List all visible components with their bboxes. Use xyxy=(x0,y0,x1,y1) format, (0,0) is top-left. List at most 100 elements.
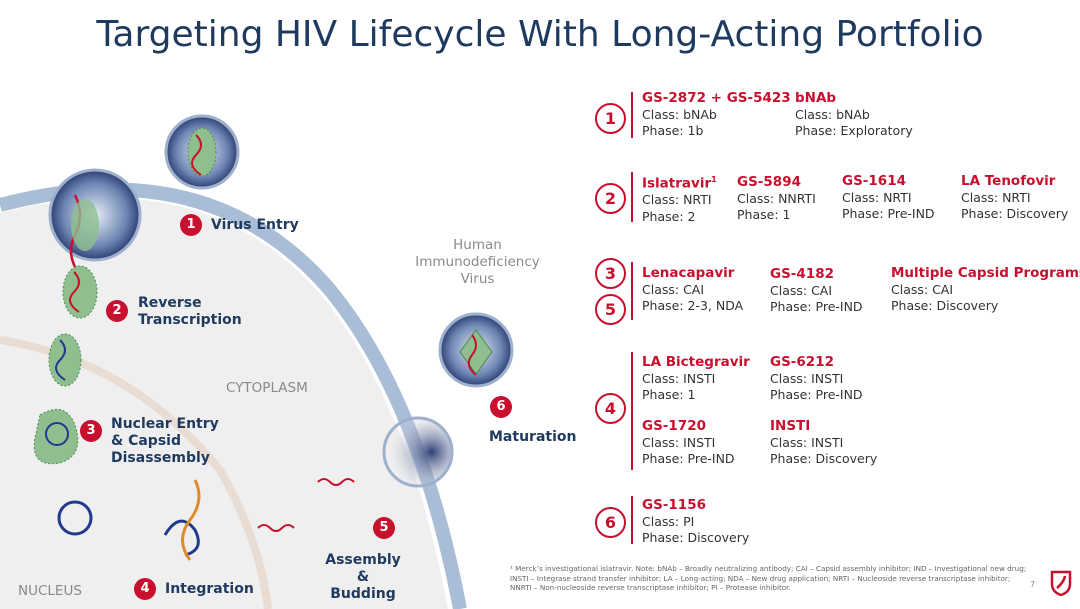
drug-class: Class: PI xyxy=(642,513,695,529)
drug-name: GS-1614 xyxy=(842,173,906,189)
drug-name: Multiple Capsid Programs xyxy=(891,265,1080,281)
drug-phase: Phase: Pre-IND xyxy=(770,299,863,314)
drug-gs4182: GS-4182 Class: CAI Phase: Pre-IND xyxy=(770,266,863,316)
drug-bnab: bNAb Class: bNAb Phase: Exploratory xyxy=(795,90,913,140)
drug-gs5894: GS-5894 Class: NNRTI Phase: 1 xyxy=(737,174,816,224)
step-3-label-line3: Disassembly xyxy=(111,450,210,466)
drug-phase: Phase: 2-3, NDA xyxy=(642,298,744,313)
drug-name: Islatravir1 xyxy=(642,172,717,192)
drug-phase: Phase: Pre-IND xyxy=(642,451,735,466)
group-2-divider xyxy=(631,172,633,222)
step-4-label: Integration xyxy=(165,581,254,597)
drug-class: Class: bNAb xyxy=(642,106,717,122)
step-5-circle: 5 xyxy=(373,517,395,539)
drug-class: Class: NRTI xyxy=(642,192,712,207)
rna-strands xyxy=(257,524,295,532)
step-5-label-line1: Assembly & xyxy=(325,552,401,585)
footnote-marker: 1 xyxy=(711,175,717,184)
drug-gs1720: GS-1720 Class: INSTI Phase: Pre-IND xyxy=(642,418,735,468)
drug-name: GS-2872 + GS-5423 xyxy=(642,90,791,106)
drug-la-tenofovir: LA Tenofovir Class: NRTI Phase: Discover… xyxy=(961,173,1068,223)
drug-name: GS-1156 xyxy=(642,497,706,513)
step-3-label-line2: & Capsid xyxy=(111,433,181,449)
drug-insti: INSTI Class: INSTI Phase: Discovery xyxy=(770,418,877,468)
drug-multiple-capsid: Multiple Capsid Programs Class: CAI Phas… xyxy=(891,265,1080,315)
group-1-divider xyxy=(631,92,633,138)
group-6-divider xyxy=(631,496,633,544)
hiv-virus-mature xyxy=(438,312,514,388)
group-1-number: 1 xyxy=(595,103,626,134)
drug-lenacapavir: Lenacapavir Class: CAI Phase: 2-3, NDA xyxy=(642,265,743,315)
step-2-circle: 2 xyxy=(106,300,128,322)
drug-phase: Phase: Discovery xyxy=(961,206,1069,221)
drug-phase: Phase: Exploratory xyxy=(795,123,913,138)
drug-name: INSTI xyxy=(770,418,811,434)
drug-name: LA Tenofovir xyxy=(961,173,1056,189)
drug-class: Class: INSTI xyxy=(770,370,844,386)
drug-gs6212: GS-6212 Class: INSTI Phase: Pre-IND xyxy=(770,354,863,404)
drug-name: GS-4182 xyxy=(770,266,834,282)
drug-class: Class: INSTI xyxy=(642,370,716,386)
capsid-nuclear xyxy=(48,333,82,387)
virus-label-line1: Human xyxy=(453,237,502,253)
drug-name: bNAb xyxy=(795,90,837,106)
capsid-rt xyxy=(62,265,98,319)
drug-phase: Phase: 1 xyxy=(642,387,696,402)
drug-phase: Phase: 1 xyxy=(737,207,791,222)
drug-phase: Phase: Pre-IND xyxy=(770,387,863,402)
drug-name-text: Islatravir xyxy=(642,175,712,192)
drug-phase: Phase: 2 xyxy=(642,208,696,224)
step-2-label: Reverse Transcription xyxy=(138,295,242,329)
drug-class: Class: INSTI xyxy=(642,434,716,450)
drug-phase: Phase: Discovery xyxy=(642,530,750,545)
group-35-divider xyxy=(631,262,633,320)
drug-gs2872: GS-2872 + GS-5423 Class: bNAb Phase: 1b xyxy=(642,90,791,140)
drug-name: GS-5894 xyxy=(737,174,801,190)
nucleus-label: NUCLEUS xyxy=(18,583,82,599)
footnote: ¹ Merck’s investigational islatravir. No… xyxy=(510,564,1027,592)
step-6-label: Maturation xyxy=(489,429,577,445)
company-logo-icon xyxy=(1050,570,1072,596)
entry-virus xyxy=(48,168,142,276)
drug-la-bictegravir: LA Bictegravir Class: INSTI Phase: 1 xyxy=(642,354,750,404)
step-3-circle: 3 xyxy=(80,420,102,442)
capsid-disassembly xyxy=(33,408,79,465)
step-2-label-line1: Reverse xyxy=(138,295,202,311)
page-title: Targeting HIV Lifecycle With Long-Acting… xyxy=(96,14,984,55)
drug-gs1614: GS-1614 Class: NRTI Phase: Pre-IND xyxy=(842,173,935,223)
step-3-label-line1: Nuclear Entry xyxy=(111,416,219,432)
drug-class: Class: CAI xyxy=(891,281,954,297)
step-4-circle: 4 xyxy=(134,578,156,600)
virus-label-line3: Virus xyxy=(460,271,495,287)
drug-class: Class: NNRTI xyxy=(737,190,816,206)
drug-class: Class: CAI xyxy=(770,282,833,298)
step-2-label-line2: Transcription xyxy=(138,312,242,328)
step-5-label-line2: Budding xyxy=(330,586,396,602)
drug-class: Class: INSTI xyxy=(770,434,844,450)
drug-class: Class: CAI xyxy=(642,281,705,297)
drug-name: GS-6212 xyxy=(770,354,834,370)
drug-islatravir: Islatravir1 Class: NRTI Phase: 2 xyxy=(642,172,717,225)
step-6-circle: 6 xyxy=(490,396,512,418)
drug-name: GS-1720 xyxy=(642,418,706,434)
drug-class: Class: bNAb xyxy=(795,106,870,122)
group-4-number: 4 xyxy=(595,393,626,424)
page-number: 7 xyxy=(1030,580,1036,589)
drug-phase: Phase: 1b xyxy=(642,123,704,138)
group-4-divider xyxy=(631,352,633,470)
drug-name: Lenacapavir xyxy=(642,265,735,281)
hiv-lifecycle-diagram xyxy=(0,114,514,609)
group-3-number: 3 xyxy=(595,258,626,289)
dna-ring xyxy=(57,500,93,536)
drug-name: LA Bictegravir xyxy=(642,354,750,370)
drug-phase: Phase: Discovery xyxy=(770,451,878,466)
step-5-label: Assembly & Budding xyxy=(318,552,408,603)
group-6-number: 6 xyxy=(595,507,626,538)
cytoplasm-label: CYTOPLASM xyxy=(226,380,308,396)
integrated-dna xyxy=(163,479,201,561)
group-5-number: 5 xyxy=(595,294,626,325)
budding-virus xyxy=(382,416,454,488)
virus-label: Human Immunodeficiency Virus xyxy=(405,237,550,288)
step-1-label: Virus Entry xyxy=(211,217,299,233)
drug-gs1156: GS-1156 Class: PI Phase: Discovery xyxy=(642,497,749,547)
